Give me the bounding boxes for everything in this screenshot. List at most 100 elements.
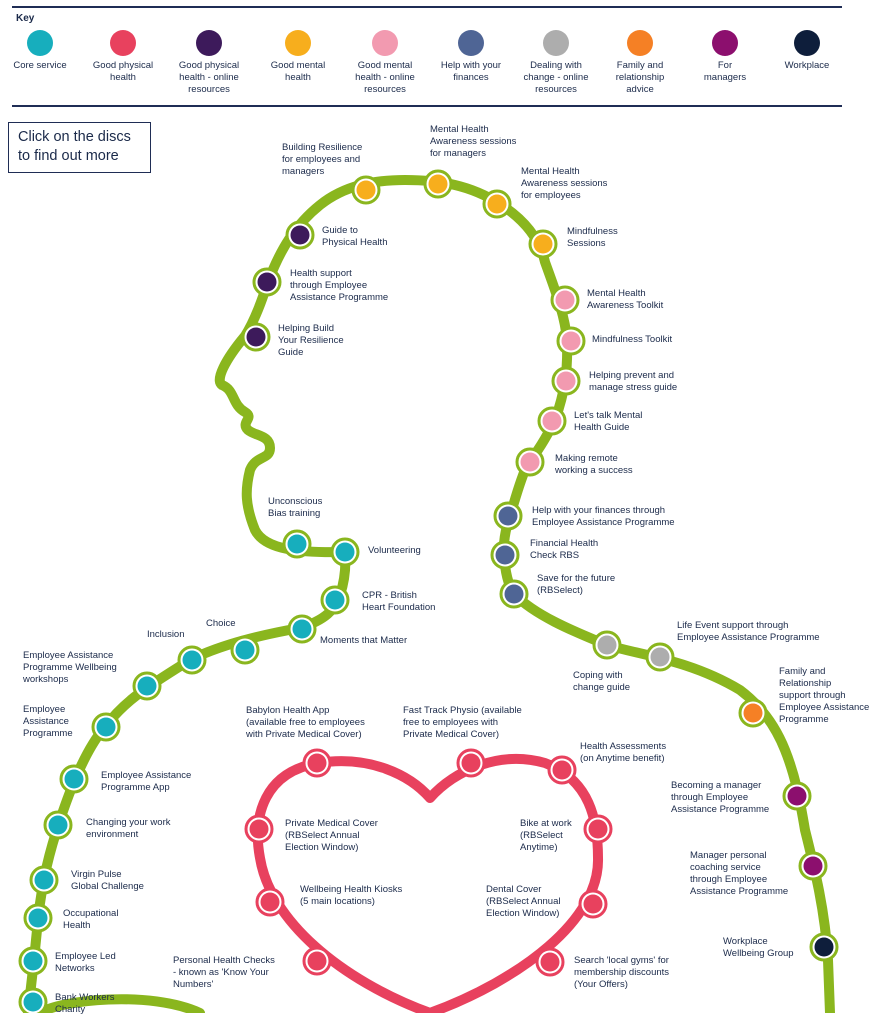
stop-disc[interactable] [64,769,84,789]
stop-disc[interactable] [542,411,562,431]
stop-label: Save for the future (RBSelect) [537,573,616,596]
key-item: Dealing with change - online resources [516,30,596,96]
stop-disc[interactable] [561,331,581,351]
stop-disc[interactable] [235,640,255,660]
stop-disc[interactable] [597,635,617,655]
stop-disc[interactable] [356,180,376,200]
stop-label: Employee Assistance Programme [23,704,73,739]
stop-label: Employee Assistance Programme Wellbeing … [23,650,117,685]
stop-label: CPR - British Heart Foundation [362,590,436,613]
stop-disc[interactable] [583,894,603,914]
stop-disc[interactable] [48,815,68,835]
stop-label: Health support through Employee Assistan… [290,268,389,303]
stop-label: Private Medical Cover (RBSelect Annual E… [285,818,378,853]
stop-disc[interactable] [495,545,515,565]
stop-disc[interactable] [23,992,43,1012]
key-item: Good physical health [83,30,163,84]
stop-disc[interactable] [325,590,345,610]
key-disc [196,30,222,56]
key-label: Dealing with change - online resources [523,60,589,95]
key-disc [794,30,820,56]
stop-disc[interactable] [461,753,481,773]
key-disc [372,30,398,56]
stop-disc[interactable] [520,452,540,472]
key-item: Good physical health - online resources [169,30,249,96]
stop-disc[interactable] [23,951,43,971]
stop-disc[interactable] [803,856,823,876]
instruction-box: Click on the discs to find out more [8,122,151,173]
stop-label: Volunteering [368,545,421,556]
stop-label: Fast Track Physio (available free to emp… [403,705,522,740]
stop-disc[interactable] [540,952,560,972]
key-item: Help with your finances [431,30,511,84]
stop-label: Babylon Health App (available free to em… [246,705,365,740]
stop-disc[interactable] [96,717,116,737]
stop-label: Health Assessments (on Anytime benefit) [580,741,667,764]
stop-label: Changing your work environment [86,817,171,840]
stop-label: Life Event support through Employee Assi… [677,620,820,643]
key-disc [27,30,53,56]
stop-disc[interactable] [290,225,310,245]
key-label: For managers [703,60,747,83]
stop-disc[interactable] [335,542,355,562]
stop-label: Bike at work (RBSelect Anytime) [520,818,572,853]
stop-label: Help with your finances through Employee… [532,505,675,528]
stop-disc[interactable] [556,371,576,391]
stop-disc[interactable] [533,234,553,254]
stop-disc[interactable] [504,584,524,604]
stop-disc[interactable] [34,870,54,890]
key-bottom-rule [12,105,842,107]
stop-label: Helping prevent and manage stress guide [589,370,678,393]
stop-label: Search 'local gyms' for membership disco… [574,955,670,990]
stop-disc[interactable] [787,786,807,806]
key-label: Good physical health [92,60,154,83]
stop-label: Building Resilience for employees and ma… [282,142,363,177]
stop-disc[interactable] [257,272,277,292]
key-item: For managers [685,30,765,84]
stop-label: Employee Led Networks [55,951,116,974]
stop-disc[interactable] [555,290,575,310]
stop-label: Family and Relationship support through … [779,666,870,725]
key-item: Good mental health [258,30,338,84]
stop-disc[interactable] [182,650,202,670]
key-label: Core service [13,60,67,71]
key-item: Good mental health - online resources [345,30,425,96]
stop-label: Inclusion [147,629,185,640]
stop-disc[interactable] [487,194,507,214]
stop-disc[interactable] [307,951,327,971]
stop-label: Mental Health Awareness sessions for man… [430,124,517,159]
stop-label: Employee Assistance Programme App [101,770,192,793]
stop-label: Bank Workers Charity [55,992,115,1015]
key-item: Workplace [767,30,847,72]
stop-disc[interactable] [650,647,670,667]
stop-disc[interactable] [814,937,834,957]
stop-disc[interactable] [588,819,608,839]
stop-disc[interactable] [28,908,48,928]
stop-disc[interactable] [552,760,572,780]
stop-label: Manager personal coaching service throug… [690,850,789,897]
stop-disc[interactable] [743,703,763,723]
instruction-text: Click on the discs to find out more [18,129,131,164]
stop-disc[interactable] [292,619,312,639]
key-label: Good physical health - online resources [178,60,240,95]
stop-disc[interactable] [498,506,518,526]
stop-disc[interactable] [137,676,157,696]
stop-label: Moments that Matter [320,635,408,646]
key-disc [110,30,136,56]
stop-label: Helping Build Your Resilience Guide [278,323,344,358]
stop-label: Unconscious Bias training [268,496,323,519]
stop-disc[interactable] [249,819,269,839]
stop-label: Financial Health Check RBS [530,538,599,561]
key-disc [543,30,569,56]
stop-label: Mental Health Awareness sessions for emp… [521,166,608,201]
stop-disc[interactable] [287,534,307,554]
stop-disc[interactable] [307,753,327,773]
stop-disc[interactable] [260,892,280,912]
stop-disc[interactable] [246,327,266,347]
stop-label: Mental Health Awareness Toolkit [587,288,664,311]
key-disc [712,30,738,56]
stop-disc[interactable] [428,174,448,194]
key-title: Key [16,13,35,24]
stop-label: Occupational Health [63,908,119,931]
